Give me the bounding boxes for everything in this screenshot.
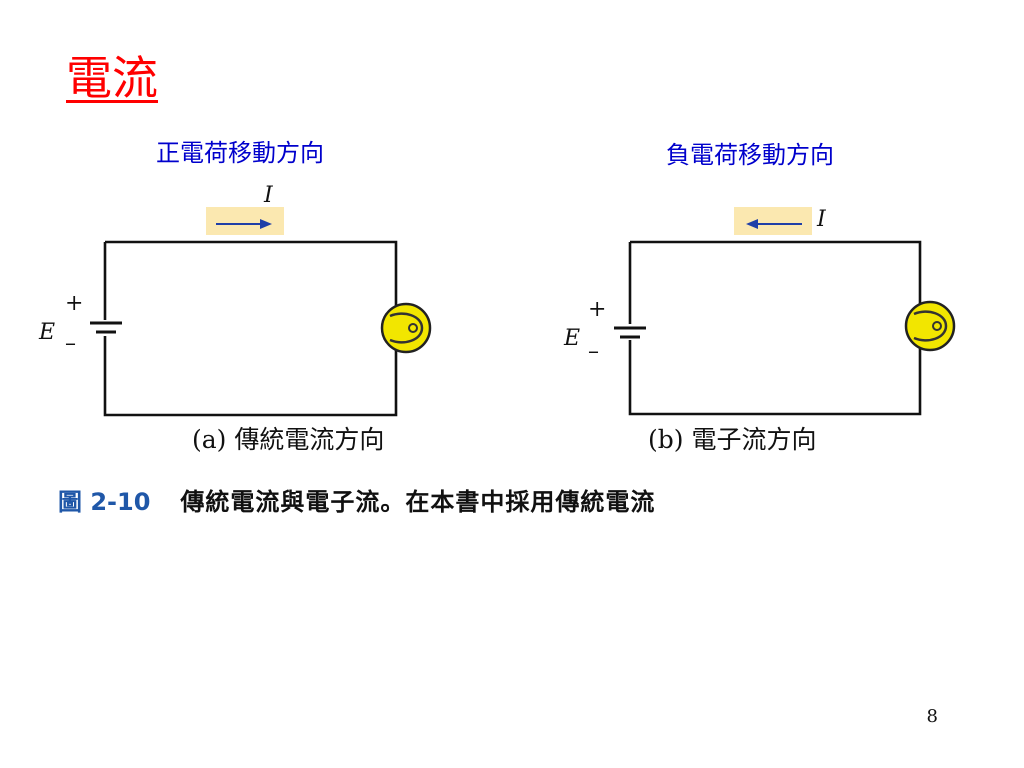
circuit-b: I + E – (b) 電子流方向 bbox=[563, 207, 956, 454]
emf-symbol-b: E bbox=[563, 326, 580, 351]
right-heading: 負電荷移動方向 bbox=[666, 141, 834, 169]
emf-symbol-a: E bbox=[38, 320, 55, 345]
current-symbol-b: I bbox=[816, 207, 827, 232]
battery-icon bbox=[90, 321, 122, 334]
figure-number: 圖 2-10 bbox=[58, 488, 151, 516]
current-arrow-b bbox=[746, 219, 802, 229]
battery-plus-a: + bbox=[65, 291, 83, 316]
left-heading: 正電荷移動方向 bbox=[156, 139, 324, 167]
battery-minus-a: – bbox=[65, 331, 76, 356]
caption-b: (b) 電子流方向 bbox=[648, 425, 816, 454]
battery-minus-b: – bbox=[588, 339, 599, 364]
figure-caption: 圖 2-10 傳統電流與電子流。在本書中採用傳統電流 bbox=[58, 482, 655, 522]
current-arrow-highlight-b bbox=[734, 207, 812, 235]
current-arrow-highlight-a bbox=[206, 207, 284, 235]
circuit-diagram: I + E – (a) 傳統電流方向 bbox=[38, 183, 956, 454]
battery-plus-b: + bbox=[588, 297, 606, 322]
light-bulb-icon bbox=[904, 300, 956, 352]
circuit-a: I + E – (a) 傳統電流方向 bbox=[38, 183, 432, 454]
figure-description: 傳統電流與電子流。在本書中採用傳統電流 bbox=[180, 488, 656, 516]
current-arrow-a bbox=[216, 219, 272, 229]
slide-title: 電流 bbox=[66, 51, 158, 105]
current-symbol-a: I bbox=[263, 183, 274, 208]
page-number: 8 bbox=[926, 706, 938, 727]
light-bulb-icon bbox=[380, 302, 432, 354]
circuit-wire-a bbox=[103, 240, 398, 417]
caption-a: (a) 傳統電流方向 bbox=[192, 425, 384, 454]
battery-icon bbox=[614, 326, 646, 339]
circuit-figure: I + E – (a) 傳統電流方向 bbox=[30, 180, 980, 460]
circuit-wire-b bbox=[628, 240, 922, 416]
